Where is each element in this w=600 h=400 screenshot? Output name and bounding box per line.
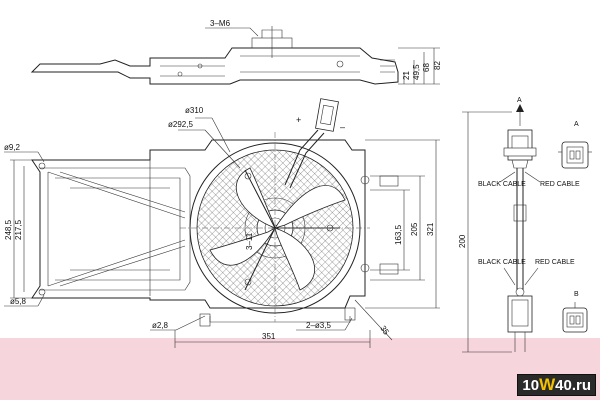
- dim-68: 68: [422, 63, 431, 72]
- dim-82: 82: [433, 61, 442, 70]
- side-view: 3–M6 21 49,5 68 82: [30, 19, 442, 85]
- watermark-band: [0, 338, 600, 400]
- dim-49-5: 49,5: [412, 64, 421, 80]
- label-top-thread: 3–M6: [210, 19, 231, 28]
- cable-harness: A BLACK CABLE RED CABLE BLACK CABLE RED …: [458, 97, 592, 353]
- dim-3-11: 3–11: [245, 232, 254, 250]
- label-red-cable-1: RED CABLE: [540, 181, 580, 188]
- dim-217-5: 217,5: [14, 219, 23, 240]
- dim-351: 351: [262, 332, 276, 341]
- dim-200: 200: [458, 234, 467, 248]
- dim-dia-2-8: ø2,8: [152, 321, 169, 330]
- dim-248-5: 248,5: [4, 219, 13, 240]
- dim-205: 205: [410, 222, 419, 236]
- dim-2-dia-3-5: 2–ø3,5: [306, 321, 331, 330]
- dim-21: 21: [402, 71, 411, 80]
- dim-35: 35: [378, 324, 391, 337]
- label-minus: –: [340, 122, 345, 132]
- label-detail-a: A: [574, 121, 579, 128]
- label-connector-a: A: [517, 97, 522, 104]
- label-red-cable-2: RED CABLE: [535, 259, 575, 266]
- logo-right-text: 40.ru: [555, 377, 591, 394]
- dim-321: 321: [426, 222, 435, 236]
- dim-dia-310: ø310: [185, 106, 204, 115]
- logo-left-text: 10: [522, 377, 540, 394]
- label-black-cable-1: BLACK CABLE: [478, 181, 526, 188]
- logo-accent-letter: W: [539, 375, 556, 394]
- dim-163-5: 163,5: [394, 224, 403, 245]
- site-logo: 10W40.ru: [517, 374, 596, 396]
- front-view: + – ø310 ø292,5 3–11 ø9,2 ø5,8 248,5 217…: [4, 98, 440, 348]
- label-plus: +: [296, 115, 301, 125]
- label-black-cable-2: BLACK CABLE: [478, 259, 526, 266]
- dim-dia-9-2: ø9,2: [4, 143, 21, 152]
- dim-dia-292-5: ø292,5: [168, 120, 193, 129]
- label-detail-b: B: [574, 291, 579, 298]
- dim-dia-5-8: ø5,8: [10, 297, 27, 306]
